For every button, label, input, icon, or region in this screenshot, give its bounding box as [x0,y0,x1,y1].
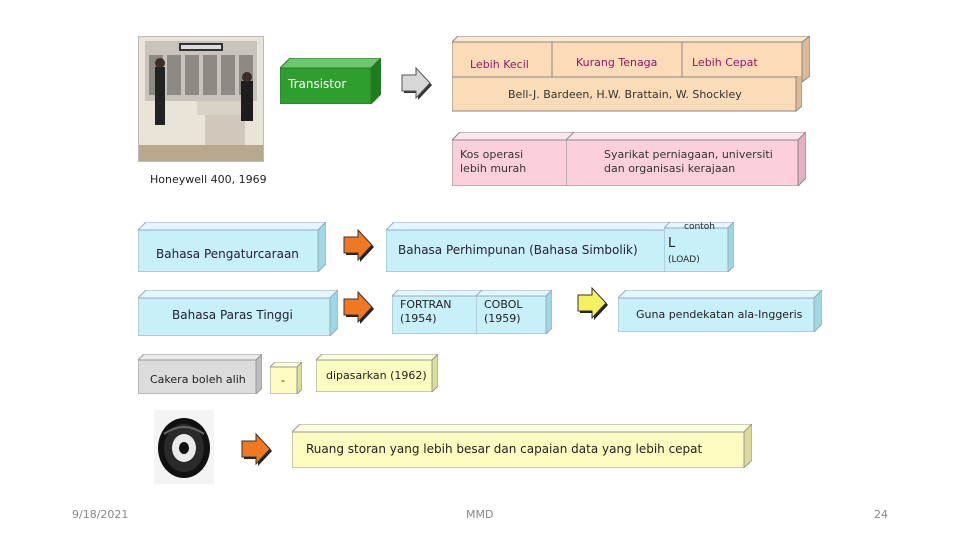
english-approach-label: Guna pendekatan ala-Inggeris [636,308,803,321]
inventors-text: Bell-J. Bardeen, H.W. Brattain, W. Shock… [508,88,742,101]
footer-center: MMD [466,508,494,521]
cobol-box [476,290,552,334]
arrow-right-icon [343,290,374,324]
arrow-right-icon [343,228,374,262]
users-label: Syarikat perniagaan, universiti dan orga… [604,148,773,175]
dash-label: - [281,374,285,387]
removable-disk-label: Cakera boleh alih [150,373,246,386]
feature-faster: Lebih Cepat [692,56,758,69]
inventors-box [452,76,802,112]
users-box [566,132,806,186]
dash-box [270,362,302,394]
feature-smaller: Lebih Kecil [470,58,529,71]
example-letter: L [668,236,676,251]
storage-benefit-label: Ruang storan yang lebih besar dan capaia… [306,442,703,456]
feature-less-power: Kurang Tenaga [576,56,658,69]
storage-benefit-box [292,424,752,468]
programming-language-label: Bahasa Pengaturcaraan [156,247,299,261]
assembly-language-label: Bahasa Perhimpunan (Bahasa Simbolik) [398,243,638,257]
cost-label: Kos operasi lebih murah [460,148,527,175]
footer-page-number: 24 [874,508,888,521]
marketed-box [316,354,438,392]
example-word: (LOAD) [668,255,700,265]
example-label: contoh [684,222,715,232]
high-level-language-label: Bahasa Paras Tinggi [172,308,293,322]
marketed-label: dipasarkan (1962) [326,369,427,382]
fortran-label: FORTRAN (1954) [400,298,452,325]
arrow-right-icon [577,286,608,320]
cobol-label: COBOL (1959) [484,298,523,325]
transistor-label: Transistor [288,77,347,91]
arrow-right-icon [241,432,272,466]
english-approach-box [618,290,822,332]
photo-caption: Honeywell 400, 1969 [150,173,267,186]
footer-date: 9/18/2021 [72,508,129,521]
removable-disk-box [138,354,262,394]
example-box [664,222,734,272]
programming-language-box [138,222,326,272]
features-row [452,36,810,83]
transistor-box: Transistor [280,58,381,104]
high-level-language-box [138,290,338,336]
arrow-right-icon [401,66,432,100]
honeywell-photo [138,36,264,162]
disk-image [154,410,214,484]
